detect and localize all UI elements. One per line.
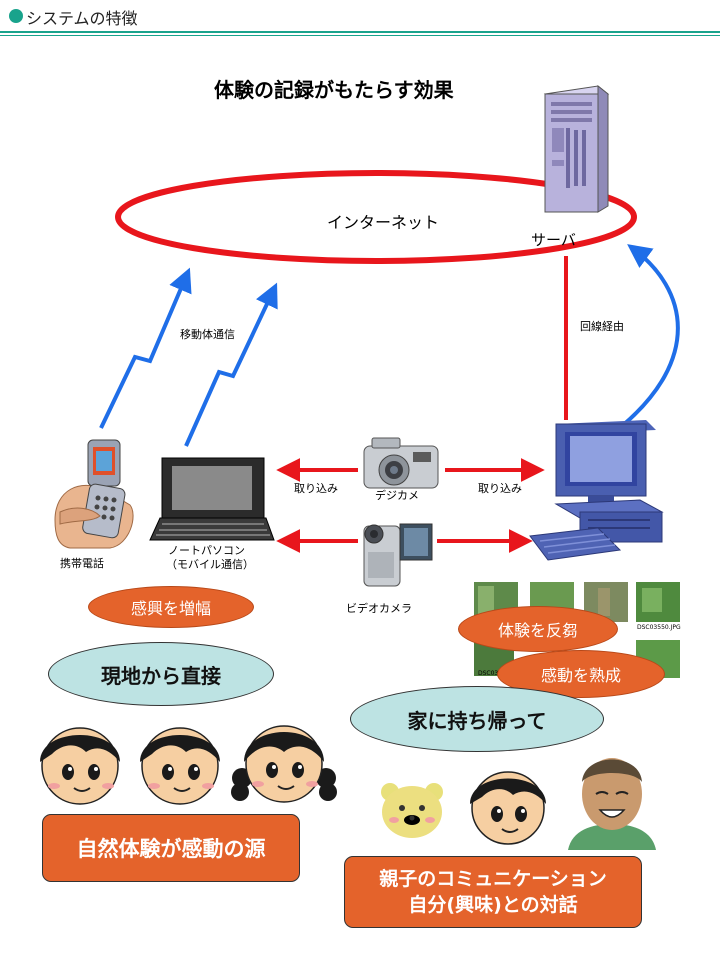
box-family: 親子のコミュニケーション 自分(興味)との対話 [344, 856, 642, 928]
box-nature-text: 自然体験が感動の源 [76, 837, 266, 861]
box-nature: 自然体験が感動の源 [42, 814, 300, 882]
bubble-reflect: 体験を反芻 [458, 606, 618, 652]
digicam-label: デジカメ [375, 489, 419, 502]
internet-ellipse [115, 170, 637, 264]
video-camera-icon [363, 523, 433, 587]
mobile-phone-icon [54, 439, 134, 549]
bullet-icon [9, 9, 23, 23]
laptop-sublabel: （モバイル通信） [166, 558, 254, 571]
mobile-comm-label: 移動体通信 [180, 328, 235, 341]
girl-face-icon [231, 725, 337, 803]
box-family-line2: 自分(興味)との対話 [408, 894, 578, 916]
bubble-amplify: 感興を増幅 [88, 586, 254, 628]
child-face-icon [40, 727, 120, 805]
photo-caption: DSC03550.JPG [637, 624, 681, 631]
child-face-icon [140, 727, 220, 805]
header-title: システムの特徴 [26, 9, 138, 28]
box-family-line1: 親子のコミュニケーション [379, 868, 607, 890]
import-right-label: 取り込み [478, 482, 522, 495]
laptop-icon [149, 457, 275, 541]
laptop-label: ノートパソコン [168, 544, 245, 557]
import-left-label: 取り込み [294, 482, 338, 495]
digital-camera-icon [363, 437, 439, 489]
internet-label: インターネット [327, 213, 440, 232]
header-divider [0, 31, 720, 33]
phone-label: 携帯電話 [60, 557, 104, 570]
father-figure-icon [568, 758, 656, 850]
bubble-home: 家に持ち帰って [350, 686, 604, 752]
server-icon [543, 84, 610, 213]
server-label: サーバ [531, 231, 576, 249]
header-divider-thin [0, 35, 720, 36]
child-face-icon [470, 771, 546, 845]
laptop-signal-arrow [184, 282, 278, 447]
bear-face-icon [381, 783, 443, 838]
videocam-label: ビデオカメラ [346, 602, 412, 615]
bubble-direct: 現地から直接 [48, 642, 274, 706]
phone-signal-arrow [99, 267, 192, 429]
desktop-computer-icon [529, 420, 664, 561]
upload-arrow [620, 244, 680, 428]
line-label: 回線経由 [580, 320, 624, 333]
page-title: 体験の記録がもたらす効果 [214, 78, 454, 102]
